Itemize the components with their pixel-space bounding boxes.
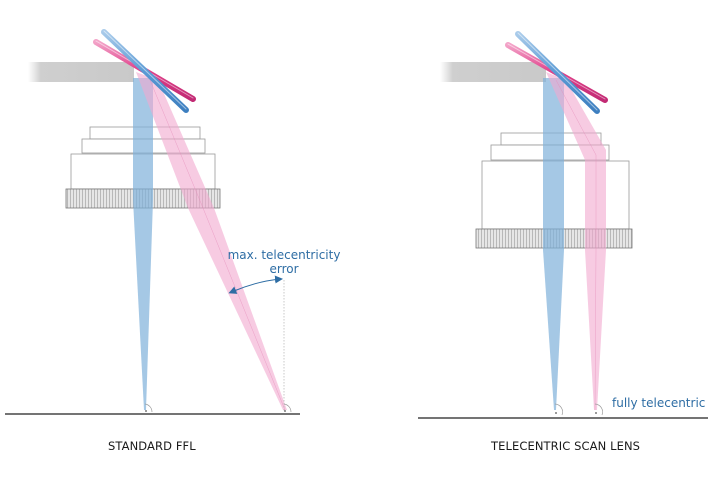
right-angle-mark [554,403,563,416]
focal-point-dot [555,412,557,414]
galvo-mirror-blue [515,31,600,114]
pink-beam-edge [149,79,286,411]
fully-telecentric-label: fully telecentric [612,396,705,410]
focal-point-dot [284,410,286,412]
galvo-mirror-blue [101,29,189,113]
input-laser-beam [440,62,546,82]
focal-point-dot [595,412,597,414]
standard-ffl-panel [5,29,300,415]
telecentric-scan-lens-caption: TELECENTRIC SCAN LENS [491,439,641,453]
telecentricity-error-arrow [228,275,283,294]
galvo-mirror-blue-highlight [517,32,598,111]
right-angle-mark [594,403,603,416]
standard-ffl-caption: STANDARD FFL [108,439,196,453]
pink-beam-edge [555,79,597,411]
annotation-line-2: error [269,262,299,276]
galvo-mirror-blue-highlight [103,30,187,110]
telecentric-panel [418,31,708,419]
right-angle-mark [144,403,153,413]
pink-beam-off-axis [546,72,606,410]
focal-point-dot [145,410,147,412]
annotation-line-1: max. telecentricity [227,248,341,262]
input-laser-beam [28,62,134,82]
blue-beam-on-axis [543,78,564,410]
annotation-line-1: fully telecentric [612,396,706,410]
blue-beam-on-axis [133,78,153,410]
telecentricity-error-label: max. telecentricity error [222,248,346,276]
right-angle-mark [283,403,292,413]
pink-beam-off-axis [136,72,287,410]
